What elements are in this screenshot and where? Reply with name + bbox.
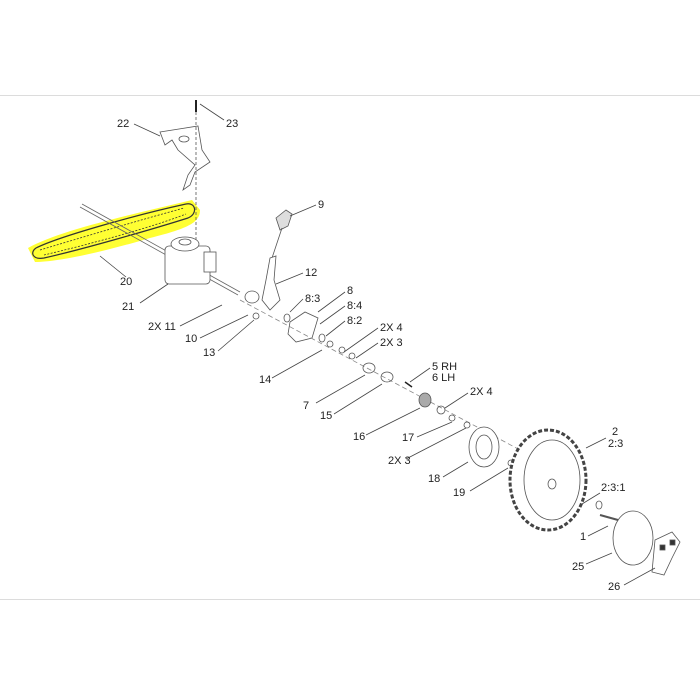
callout-23: 23 [226, 118, 238, 130]
callout-2x3-b: 2X 3 [388, 455, 411, 467]
callout-12: 12 [305, 267, 317, 279]
belt-highlight [28, 200, 200, 262]
callout-9: 9 [318, 199, 324, 211]
callout-14: 14 [259, 374, 271, 386]
shift-lever-part-12 [261, 255, 281, 311]
callout-20: 20 [120, 276, 132, 288]
transmission-part-21 [164, 236, 217, 285]
callout-21: 21 [122, 301, 134, 313]
callout-22: 22 [117, 118, 129, 130]
callout-7: 7 [303, 400, 309, 412]
callout-10: 10 [185, 333, 197, 345]
decal-part-26 [651, 531, 681, 576]
gear-part-16 [418, 392, 432, 408]
shift-handle-part-9 [275, 209, 293, 231]
bottom-border [0, 599, 700, 600]
callout-2x11: 2X 11 [148, 321, 176, 333]
callout-25: 25 [572, 561, 584, 573]
callout-2-3-1: 2:3:1 [601, 482, 625, 494]
drive-cup-part-18 [468, 426, 500, 468]
callout-1: 1 [580, 531, 586, 543]
callout-13: 13 [203, 347, 215, 359]
callout-15: 15 [320, 410, 332, 422]
callout-2-3: 2:3 [608, 438, 623, 450]
callout-19: 19 [453, 487, 465, 499]
callout-26: 26 [608, 581, 620, 593]
callout-2x4-b: 2X 4 [470, 386, 493, 398]
callout-6lh: 6 LH [432, 372, 455, 384]
callout-5rh: 5 RH [432, 361, 457, 373]
wheel-part-2 [508, 428, 588, 532]
callout-16: 16 [353, 431, 365, 443]
callout-8-2: 8:2 [347, 315, 362, 327]
callout-8-3: 8:3 [305, 293, 320, 305]
callout-8-4: 8:4 [347, 300, 362, 312]
callout-8: 8 [347, 285, 353, 297]
bracket-part-22 [159, 125, 211, 192]
callout-2x4-a: 2X 4 [380, 322, 403, 334]
callout-17: 17 [402, 432, 414, 444]
top-border [0, 95, 700, 96]
callout-18: 18 [428, 473, 440, 485]
callout-2x3-a: 2X 3 [380, 337, 403, 349]
hubcap-part-25 [612, 510, 654, 566]
housing-part-8 [287, 311, 319, 343]
part-callout-labels: 22 23 9 20 12 21 8:3 8 8:4 8:2 2X 11 2X … [117, 118, 625, 593]
callout-2: 2 [612, 426, 618, 438]
